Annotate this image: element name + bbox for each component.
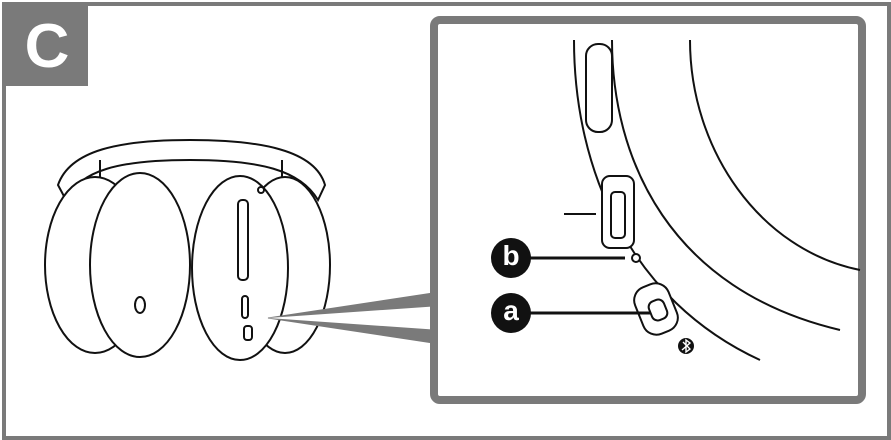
callout-a: a [491, 293, 531, 333]
indicator-led [632, 254, 640, 262]
audio-jack [135, 297, 145, 313]
volume-buttons [238, 200, 248, 280]
headphones-illustration [45, 140, 330, 360]
zoom-box [434, 20, 862, 400]
usb-c-port [242, 296, 248, 318]
power-switch-small [244, 326, 252, 340]
callout-b: b [491, 238, 531, 278]
indicator-led-small [258, 187, 264, 193]
top-slot [586, 44, 612, 132]
left-ear-cup [90, 173, 190, 357]
bluetooth-icon [678, 338, 694, 354]
callout-b-label: b [502, 242, 519, 270]
callout-a-label: a [503, 297, 519, 325]
